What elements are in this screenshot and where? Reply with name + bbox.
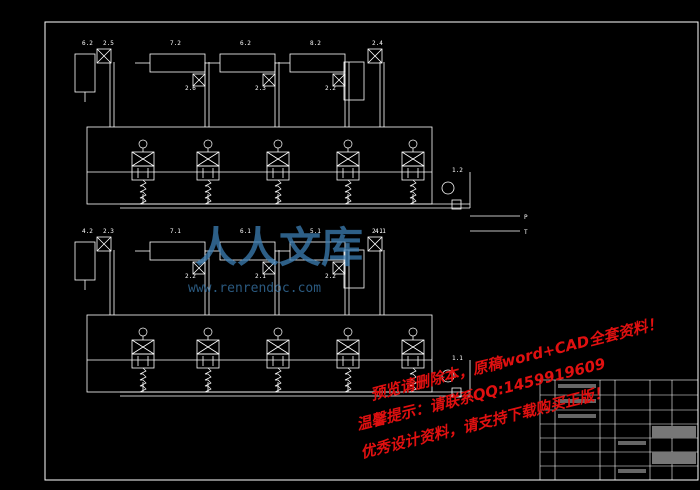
cylinder-label: 6.2 (240, 40, 251, 47)
top-circuit: 6.2 2.5 7.2 2.6 6.2 2.3 8.2 2.2 2.4 1.2 (74, 40, 471, 210)
cylinder-label: 7.1 (170, 228, 181, 235)
cylinder-label: 6.1 (240, 228, 251, 235)
cylinder-vertical-body-right (343, 61, 365, 101)
directional-valve (336, 139, 360, 205)
valve-diag-b (336, 339, 360, 355)
directional-valve (401, 327, 425, 393)
directional-valve (336, 327, 360, 393)
port-p-label: P (524, 214, 528, 221)
valve-diag-b (401, 151, 425, 167)
check-valve-1-diag-b (192, 261, 206, 275)
check-valve-0 (96, 48, 112, 64)
valve-spring (204, 179, 212, 205)
check-valve-0-box (96, 48, 112, 64)
valve-diag-b (131, 151, 155, 167)
valve-spring (139, 367, 147, 393)
check-valve-4-diag-b (367, 236, 383, 252)
check-valve-3-diag-b (332, 73, 346, 87)
cylinder-label: 6.2 (82, 40, 93, 47)
check-valve-2-diag-b (262, 73, 276, 87)
cylinder-label: 4.1 (375, 228, 386, 235)
valve-diag-b (196, 151, 220, 167)
valve-diag-b (131, 339, 155, 355)
check-valve-3 (332, 73, 346, 87)
valve-spring (409, 367, 417, 393)
relief-valve (451, 387, 462, 398)
directional-valve (196, 327, 220, 393)
pump-label: 1.1 (452, 355, 463, 362)
port-t-label: T (524, 229, 528, 236)
check-valve-label: 2.6 (185, 85, 196, 92)
cylinder-label: 4.2 (82, 228, 93, 235)
valve-spring (344, 179, 352, 205)
check-valve-4-diag-b (367, 48, 383, 64)
valve-diag-b (401, 339, 425, 355)
check-valve-4 (367, 236, 383, 252)
valve-spring (274, 179, 282, 205)
cylinder-label: 8.2 (310, 40, 321, 47)
directional-valve (131, 139, 155, 205)
check-valve-label: 2.3 (255, 85, 266, 92)
pump-symbol (441, 181, 455, 195)
directional-valve (266, 327, 290, 393)
check-valve-0 (96, 236, 112, 252)
port-lines (470, 215, 520, 232)
check-valve-2-diag-b (262, 261, 276, 275)
cylinder-label: 5.1 (310, 228, 321, 235)
check-valve-label: 2.1 (255, 273, 266, 280)
valve-spring (139, 179, 147, 205)
valve-spring (409, 179, 417, 205)
check-valve-0-diag-b (96, 236, 112, 252)
check-valve-0-diag-b (96, 48, 112, 64)
check-valve-3-diag-b (332, 261, 346, 275)
valve-diag-b (266, 151, 290, 167)
check-valve-label: 2.5 (103, 40, 114, 47)
check-valve-4-box (367, 48, 383, 64)
check-valve-label: 2.1 (372, 228, 383, 235)
check-valve-label: 2.4 (372, 40, 383, 47)
pump-label: 1.2 (452, 167, 463, 174)
valve-spring (204, 367, 212, 393)
relief-valve (451, 199, 462, 210)
pump-symbol (441, 369, 455, 383)
check-valve-4 (367, 48, 383, 64)
directional-valve (131, 327, 155, 393)
valve-spring (274, 367, 282, 393)
check-valve-label: 2.3 (103, 228, 114, 235)
check-valve-1-diag-b (192, 73, 206, 87)
valve-spring (344, 367, 352, 393)
check-valve-4-box (367, 236, 383, 252)
directional-valve (266, 139, 290, 205)
check-valve-label: 2.2 (325, 273, 336, 280)
directional-valve (196, 139, 220, 205)
valve-diag-b (336, 151, 360, 167)
watermark-logo: 人人文库 (195, 223, 363, 272)
check-valve-label: 2.2 (185, 273, 196, 280)
check-valve-0-box (96, 236, 112, 252)
drawing-frame (44, 21, 699, 481)
valve-diag-b (266, 339, 290, 355)
check-valve-label: 2.2 (325, 85, 336, 92)
cylinder-label: 7.2 (170, 40, 181, 47)
title-block (539, 379, 699, 481)
cylinder-vertical-body-right (343, 249, 365, 289)
directional-valve (401, 139, 425, 205)
valve-diag-b (196, 339, 220, 355)
watermark-url: www.renrendoc.com (188, 281, 321, 296)
